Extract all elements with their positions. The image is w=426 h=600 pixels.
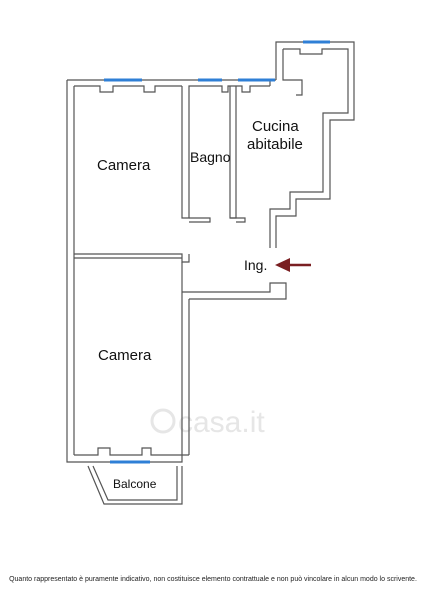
wall-right-lower: [168, 292, 190, 463]
wall-entrance: [182, 282, 287, 300]
arrow-left-icon: [275, 258, 311, 272]
room-label-bagno: Bagno: [190, 149, 231, 165]
wall-bottom-inner: [74, 447, 189, 456]
windows: [104, 40, 330, 464]
room-label-ingresso: Ing.: [244, 257, 267, 273]
room-label-cucina-2: abitabile: [247, 136, 303, 153]
balcony: [87, 465, 183, 505]
watermark-logo-icon: [150, 408, 176, 434]
wall-top-inner: [74, 85, 182, 93]
watermark-text: casa.it: [178, 406, 265, 439]
wall-bagno-stub: [189, 217, 211, 223]
room-label-camera-bottom: Camera: [98, 347, 152, 364]
room-label-cucina-1: Cucina: [252, 118, 299, 135]
interior-walls: [74, 85, 246, 292]
disclaimer-text: Quanto rappresentato è puramente indicat…: [9, 576, 417, 583]
wall-top-inner-right: [192, 85, 270, 93]
balcony-inner: [92, 465, 178, 501]
watermark: casa.it: [150, 406, 265, 439]
wall-kitchen-step: [269, 49, 303, 96]
balcony-outline: [87, 465, 183, 505]
wall-kitchen-annex-inner: [269, 48, 349, 248]
wall-camera-divider: [74, 253, 190, 263]
wall-bagno-door: [230, 217, 246, 223]
wall-bagno-cucina: [229, 86, 237, 219]
room-label-camera-top: Camera: [97, 157, 151, 174]
wall-left-outer: [66, 80, 80, 463]
outer-walls: [66, 41, 355, 463]
room-label-balcone: Balcone: [113, 477, 157, 491]
